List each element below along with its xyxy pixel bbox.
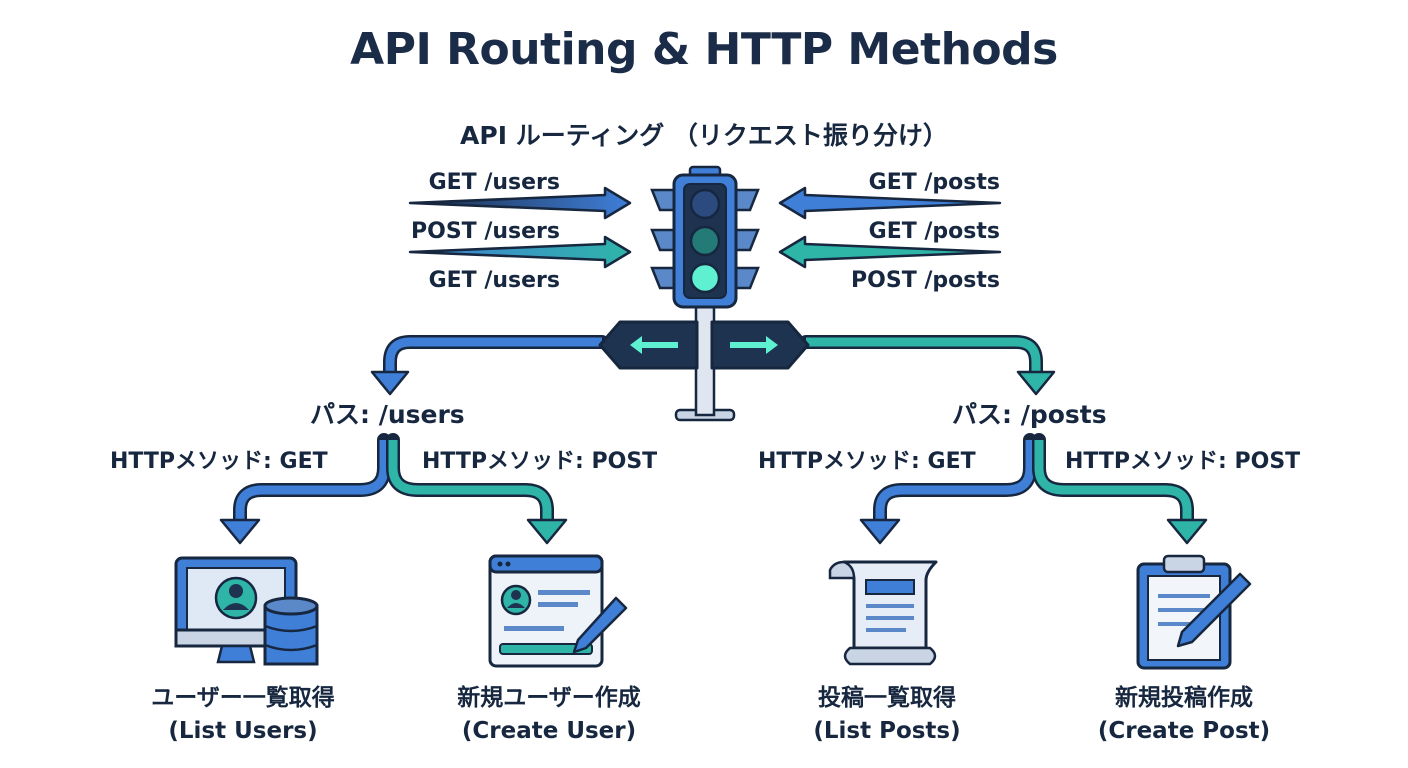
action-caption-en: (Create User) — [461, 718, 637, 744]
incoming-request-label: GET /posts — [868, 170, 1000, 195]
user-form-pen-icon — [488, 554, 628, 668]
action-caption: 投稿一覧取得 (List Posts) — [737, 682, 1037, 748]
http-method-label: HTTPメソッド: GET — [110, 449, 328, 474]
method-arrow-users-get — [219, 433, 391, 545]
action-caption-jp: ユーザー一覧取得 — [151, 685, 335, 711]
incoming-request-label: POST /users — [411, 219, 560, 244]
method-arrow-posts-post — [1032, 433, 1208, 545]
document-scroll-icon — [828, 560, 938, 666]
action-caption-en: (List Users) — [168, 718, 318, 744]
action-caption: 新規投稿作成 (Create Post) — [1034, 682, 1334, 748]
route-arrow-posts — [799, 335, 1056, 396]
action-caption: 新規ユーザー作成 (Create User) — [399, 682, 699, 748]
incoming-arrow — [778, 235, 1002, 269]
traffic-light-icon — [650, 165, 760, 422]
incoming-request-label: GET /posts — [868, 219, 1000, 244]
method-arrow-users-post — [386, 433, 568, 545]
route-path-label: パス: /posts — [952, 400, 1107, 429]
diagram-subtitle: API ルーティング （リクエスト振り分け） — [460, 121, 948, 150]
incoming-arrow — [408, 235, 632, 269]
action-caption-jp: 新規ユーザー作成 — [457, 685, 641, 711]
action-caption: ユーザー一覧取得 (List Users) — [93, 682, 393, 748]
route-arrow-users — [370, 335, 609, 396]
http-method-label: HTTPメソッド: GET — [758, 449, 976, 474]
incoming-arrow — [778, 186, 1002, 220]
method-arrow-posts-get — [859, 433, 1037, 545]
incoming-request-label: POST /posts — [851, 268, 1000, 293]
clipboard-pen-icon — [1136, 554, 1252, 670]
action-caption-jp: 投稿一覧取得 — [818, 685, 956, 711]
action-caption-jp: 新規投稿作成 — [1115, 685, 1253, 711]
http-method-label: HTTPメソッド: POST — [422, 449, 658, 474]
http-method-label: HTTPメソッド: POST — [1065, 449, 1301, 474]
incoming-arrow — [408, 186, 632, 220]
action-caption-en: (Create Post) — [1097, 718, 1271, 744]
direction-sign-icon — [598, 320, 810, 370]
monitor-database-icon — [174, 556, 319, 666]
route-path-label: パス: /users — [310, 400, 465, 429]
action-caption-en: (List Posts) — [813, 718, 961, 744]
incoming-request-label: GET /users — [428, 268, 560, 293]
page-title: API Routing & HTTP Methods — [350, 24, 1058, 75]
incoming-request-label: GET /users — [428, 170, 560, 195]
